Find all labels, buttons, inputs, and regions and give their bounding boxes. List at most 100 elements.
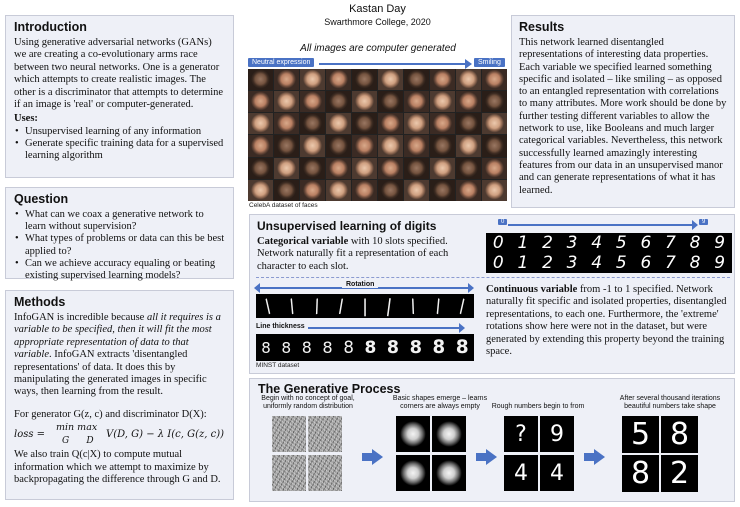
rotated-digit: | bbox=[384, 295, 394, 317]
face-image bbox=[482, 179, 507, 201]
generative-process-panel: The Generative Process Begin with no con… bbox=[249, 378, 735, 502]
face-image bbox=[430, 113, 455, 135]
noise-image bbox=[272, 416, 306, 452]
face-image bbox=[248, 91, 273, 113]
generated-digit: 1 bbox=[517, 233, 529, 253]
noise-image bbox=[308, 455, 342, 491]
face-image bbox=[482, 135, 507, 157]
arrow-left-icon bbox=[254, 283, 260, 293]
rotated-digit: / bbox=[285, 295, 300, 317]
thickness-digit: 8 bbox=[364, 337, 377, 358]
faces-figure: All images are computer generated Neutra… bbox=[247, 40, 509, 210]
face-image bbox=[378, 135, 403, 157]
uses-list: Unsupervised learning of any information… bbox=[14, 126, 225, 163]
methods-paragraph: InfoGAN is incredible because all it req… bbox=[14, 312, 225, 399]
face-image bbox=[274, 69, 299, 91]
generated-digit: 0 bbox=[492, 233, 504, 253]
face-image bbox=[326, 69, 351, 91]
face-image bbox=[352, 69, 377, 91]
face-image bbox=[404, 113, 429, 135]
generated-digit: 5 bbox=[615, 233, 627, 253]
final-digit-image: 2 bbox=[661, 455, 698, 492]
face-image bbox=[352, 179, 377, 201]
generated-digit: 0 bbox=[492, 253, 504, 273]
arrow-right-icon bbox=[468, 283, 474, 293]
face-image bbox=[274, 179, 299, 201]
thickness-arrow-line bbox=[308, 327, 460, 329]
list-item: Unsupervised learning of any information bbox=[14, 126, 225, 138]
generated-digit: 3 bbox=[566, 233, 578, 253]
face-image bbox=[326, 157, 351, 179]
face-image bbox=[404, 179, 429, 201]
step2-caption: Basic shapes emerge – learns corners are… bbox=[392, 395, 488, 410]
generated-digit: 6 bbox=[640, 253, 652, 273]
rotated-digit: \ bbox=[407, 295, 420, 317]
noise-image bbox=[308, 416, 342, 452]
face-image bbox=[300, 113, 325, 135]
formula-lhs: loss = bbox=[14, 429, 46, 441]
results-panel: Results This network learned disentangle… bbox=[511, 15, 735, 208]
face-image bbox=[274, 91, 299, 113]
introduction-title: Introduction bbox=[14, 20, 87, 34]
categorical-label: Categorical variable bbox=[257, 236, 349, 247]
face-image bbox=[352, 91, 377, 113]
face-image bbox=[274, 157, 299, 179]
methods-emphasis: all it requires is a variable to be spec… bbox=[14, 312, 221, 361]
face-image bbox=[274, 113, 299, 135]
generated-digit: 8 bbox=[689, 253, 701, 273]
results-text: This network learned disentangled repres… bbox=[519, 37, 727, 196]
generated-digit: 5 bbox=[615, 253, 627, 273]
rotation-arrow-line bbox=[258, 287, 470, 289]
methods-text: . InfoGAN extracts 'disentangled represe… bbox=[14, 349, 207, 398]
thickness-digit: 8 bbox=[322, 338, 333, 357]
face-image bbox=[430, 69, 455, 91]
rough-digit-image: 4 bbox=[540, 455, 574, 491]
face-image bbox=[482, 157, 507, 179]
list-item: What can we coax a generative network to… bbox=[14, 209, 225, 233]
face-image bbox=[482, 69, 507, 91]
blob-image bbox=[396, 416, 430, 452]
face-image bbox=[352, 113, 377, 135]
methods-title: Methods bbox=[14, 295, 66, 309]
mutual-information-text: We also train Q(c|X) to compute mutual i… bbox=[14, 449, 221, 486]
thickness-digit: 8 bbox=[343, 338, 354, 357]
poster-header: Kastan Day Swarthmore College, 2020 bbox=[250, 3, 505, 27]
rotated-digit: \ bbox=[430, 295, 445, 317]
face-image bbox=[326, 135, 351, 157]
face-image bbox=[456, 157, 481, 179]
question-panel: Question What can we coax a generative n… bbox=[5, 187, 234, 281]
author-name: Kastan Day bbox=[349, 3, 406, 15]
face-image bbox=[456, 69, 481, 91]
generated-digit: 2 bbox=[542, 233, 553, 253]
results-title: Results bbox=[519, 20, 565, 34]
face-image bbox=[300, 157, 325, 179]
face-image bbox=[404, 135, 429, 157]
rotation-strip: ////||\\\ bbox=[256, 294, 474, 318]
continuous-desc: from -1 to 1 specified. Network naturall… bbox=[486, 284, 727, 358]
face-grid bbox=[248, 69, 507, 201]
final-digit-image: 8 bbox=[622, 455, 659, 492]
continuous-text: Continuous variable from -1 to 1 specifi… bbox=[486, 284, 731, 358]
rough-digit-image: 9 bbox=[540, 416, 574, 452]
face-image bbox=[326, 179, 351, 201]
rough-digit-image: ? bbox=[504, 416, 538, 452]
blob-image bbox=[432, 455, 466, 491]
arrow-right-icon bbox=[584, 449, 605, 465]
generated-digit: 4 bbox=[591, 253, 603, 273]
thickness-digit: 8 bbox=[386, 337, 399, 358]
generated-digit: 9 bbox=[714, 253, 726, 273]
face-image bbox=[404, 157, 429, 179]
face-image bbox=[430, 157, 455, 179]
arrow-right-icon bbox=[459, 323, 465, 333]
arrow-right-icon bbox=[362, 449, 383, 465]
face-image bbox=[378, 69, 403, 91]
face-image bbox=[456, 179, 481, 201]
step4-caption: After several thousand iterations beauti… bbox=[619, 395, 721, 410]
thickness-digit: 8 bbox=[455, 337, 469, 358]
face-image bbox=[482, 91, 507, 113]
generated-digit: 9 bbox=[714, 233, 726, 253]
digits-panel: Unsupervised learning of digits Categori… bbox=[249, 214, 735, 374]
step1-caption: Begin with no concept of goal, uniformly… bbox=[261, 395, 355, 410]
